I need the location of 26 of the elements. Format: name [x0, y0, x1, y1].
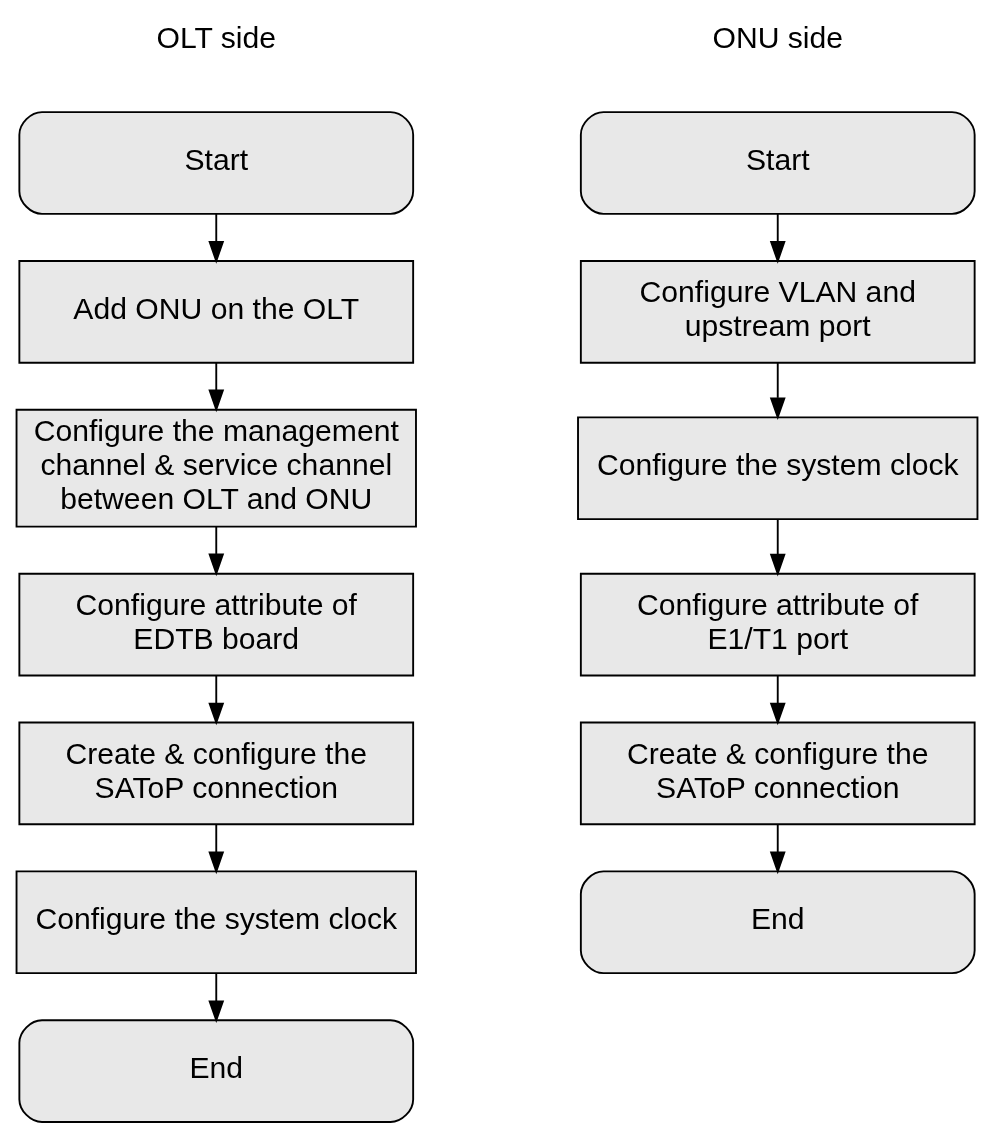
node-box: Create & configure the SAToP connection	[579, 721, 976, 826]
arrow	[769, 823, 786, 875]
node-box: End	[579, 870, 976, 975]
node-box: Start	[17, 111, 414, 215]
arrow	[207, 823, 224, 875]
arrow	[769, 674, 786, 726]
arrow	[769, 213, 786, 264]
arrow	[769, 518, 786, 577]
arrow	[207, 361, 224, 413]
arrow	[207, 525, 224, 577]
node-box: Configure the system clock	[15, 870, 417, 975]
arrow	[207, 674, 224, 726]
arrow	[207, 972, 224, 1024]
node-box: End	[17, 1019, 414, 1123]
arrow	[769, 361, 786, 421]
node-box: Add ONU on the OLT	[17, 260, 414, 364]
node-box: Configure VLAN and upstream port	[579, 260, 976, 364]
node-box: Configure the management channel & service channel between OLT and ONU	[15, 408, 417, 528]
label: ONU side	[711, 20, 843, 54]
node-box: Configure the system clock	[576, 416, 978, 520]
node-box: Start	[579, 111, 976, 215]
label: OLT side	[156, 20, 276, 54]
node-box: Create & configure the SAToP connection	[17, 721, 414, 826]
arrow	[207, 213, 224, 264]
node-box: Configure attribute of E1/T1 port	[579, 572, 976, 677]
node-box: Configure attribute of EDTB board	[17, 572, 414, 677]
